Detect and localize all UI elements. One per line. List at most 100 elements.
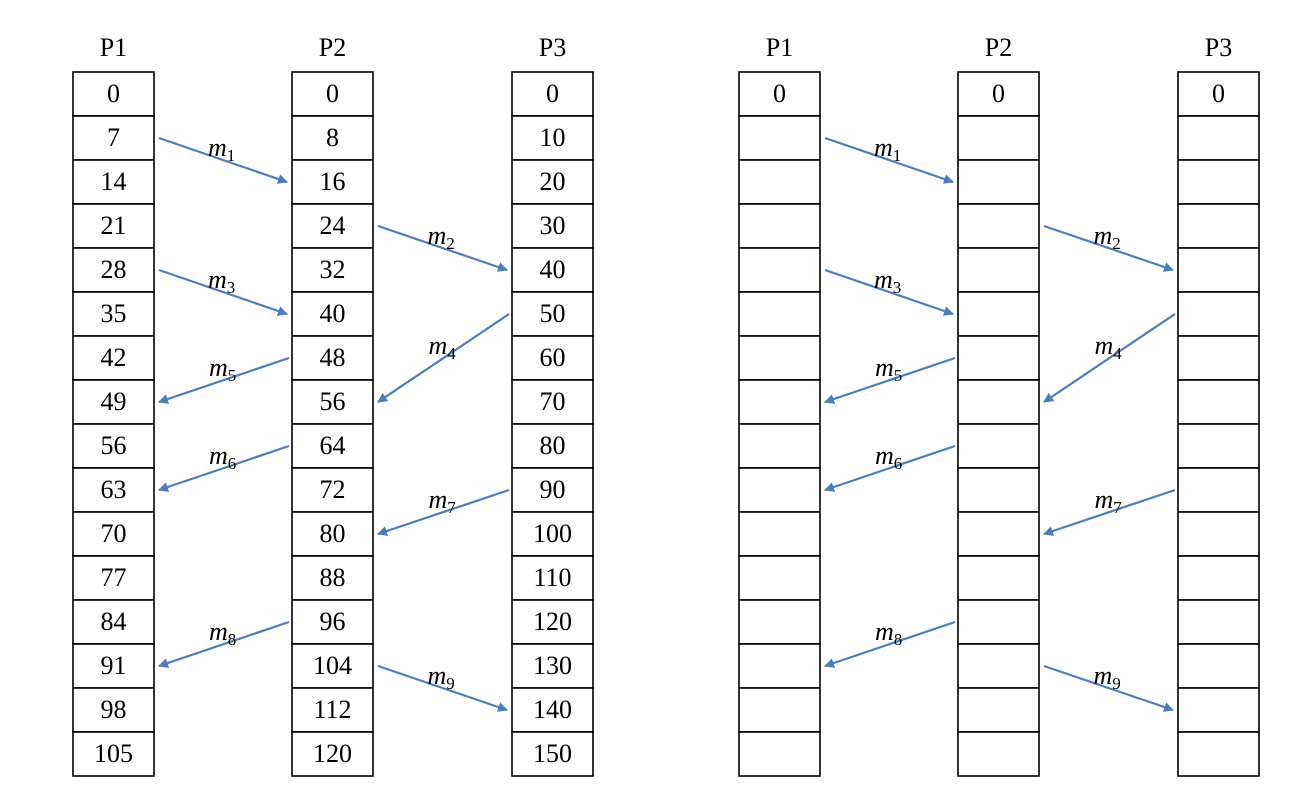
clock-cell	[738, 71, 821, 117]
clock-cell	[957, 423, 1040, 469]
clock-cell	[1177, 423, 1260, 469]
clock-cell	[511, 71, 594, 117]
message-arrow-m7	[1043, 488, 1176, 536]
clock-cell	[1177, 511, 1260, 557]
clock-cell	[291, 643, 374, 689]
clock-value: 150	[533, 739, 572, 768]
clock-value: 98	[101, 695, 127, 724]
clock-cell	[72, 731, 155, 777]
clock-cell	[1177, 555, 1260, 601]
clock-cell	[1177, 599, 1260, 645]
clock-cell	[291, 247, 374, 293]
clock-value: 35	[101, 299, 127, 328]
message-arrow-m6	[824, 444, 956, 492]
clock-cell	[291, 335, 374, 381]
clock-cell	[1177, 379, 1260, 425]
clock-cell	[72, 71, 155, 117]
clock-cell	[957, 203, 1040, 249]
clock-cell	[511, 247, 594, 293]
clock-value: 0	[1212, 79, 1225, 108]
clock-value: 80	[540, 431, 566, 460]
message-label-m1: m1	[208, 133, 235, 165]
clock-cell	[957, 731, 1040, 777]
clock-cell	[511, 467, 594, 513]
clock-cell	[1177, 203, 1260, 249]
clock-value: 130	[533, 651, 572, 680]
clock-cell	[72, 291, 155, 337]
clock-value: 63	[101, 475, 127, 504]
message-label-m1: m1	[874, 133, 901, 165]
clock-value: 96	[320, 607, 346, 636]
clock-value: 16	[320, 167, 346, 196]
clock-cell	[511, 335, 594, 381]
clock-value: 0	[992, 79, 1005, 108]
clock-cell	[291, 291, 374, 337]
clock-cell	[511, 511, 594, 557]
clock-cell	[291, 467, 374, 513]
clock-cell	[291, 511, 374, 557]
clock-value: 60	[540, 343, 566, 372]
clock-cell	[511, 687, 594, 733]
clock-cell	[957, 291, 1040, 337]
clock-value: 56	[320, 387, 346, 416]
clock-cell	[957, 71, 1040, 117]
message-label-m5: m5	[209, 353, 236, 385]
message-arrow-m3	[824, 268, 954, 316]
message-label-m4: m4	[1095, 331, 1123, 363]
clock-value: 104	[313, 651, 352, 680]
clock-cell	[957, 555, 1040, 601]
clock-cell	[738, 291, 821, 337]
clock-cell	[957, 159, 1040, 205]
clock-cell	[291, 71, 374, 117]
diagram-1: P10714212835424956637077849198105P208162…	[72, 33, 594, 777]
clock-value: 84	[101, 607, 127, 636]
clock-cell	[738, 643, 821, 689]
clock-value: 50	[540, 299, 566, 328]
message-label-m7: m7	[429, 485, 457, 517]
clock-value: 100	[533, 519, 572, 548]
message-arrow-m7	[377, 488, 510, 536]
clock-cell	[1177, 115, 1260, 161]
clock-value: 32	[320, 255, 346, 284]
clock-value: 0	[773, 79, 786, 108]
clock-value: 0	[107, 79, 120, 108]
clock-cell	[72, 115, 155, 161]
clock-cell	[72, 203, 155, 249]
clock-cell	[72, 467, 155, 513]
clock-value: 56	[101, 431, 127, 460]
message-arrow-m4	[377, 313, 510, 403]
clock-cell	[957, 511, 1040, 557]
clock-cell	[1177, 687, 1260, 733]
message-arrow-m5	[824, 356, 956, 404]
message-label-m9: m9	[428, 661, 455, 693]
clock-cell	[291, 115, 374, 161]
message-arrow-m2	[377, 224, 508, 272]
process-column-p1: P10	[738, 33, 821, 777]
message-label-m6: m6	[875, 441, 902, 473]
clock-cell	[1177, 247, 1260, 293]
clock-cell	[957, 335, 1040, 381]
clock-cell	[1177, 467, 1260, 513]
clock-cell	[1177, 731, 1260, 777]
clock-value: 0	[326, 79, 339, 108]
clock-cell	[511, 731, 594, 777]
clock-cell	[738, 555, 821, 601]
clock-value: 7	[107, 123, 120, 152]
message-label-m3: m3	[208, 265, 235, 297]
clock-value: 110	[533, 563, 571, 592]
process-header: P2	[319, 33, 346, 62]
clock-value: 0	[546, 79, 559, 108]
clock-value: 30	[540, 211, 566, 240]
process-header: P3	[539, 33, 566, 62]
message-label-m8: m8	[209, 617, 236, 649]
clock-value: 90	[540, 475, 566, 504]
clock-value: 48	[320, 343, 346, 372]
clock-cell	[738, 511, 821, 557]
clock-value: 8	[326, 123, 339, 152]
clock-cell	[291, 555, 374, 601]
message-arrow-m1	[824, 136, 954, 184]
clock-value: 20	[540, 167, 566, 196]
